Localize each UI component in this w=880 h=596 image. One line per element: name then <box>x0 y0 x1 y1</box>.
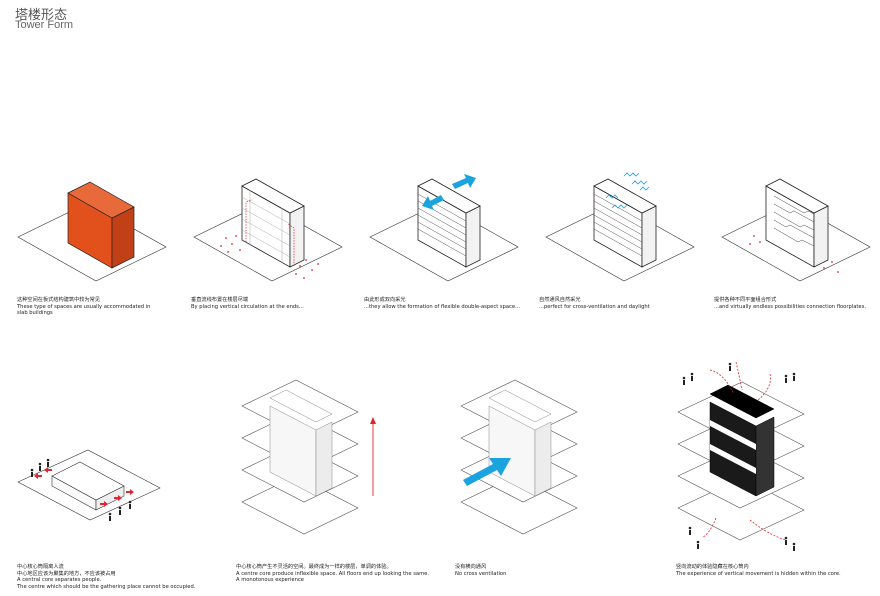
figure-hidden-core <box>677 361 805 551</box>
core-block <box>488 389 552 423</box>
person-icon <box>682 362 796 551</box>
slab-top <box>241 178 305 214</box>
caption-cross-ventilation: 自然通风自然采光...perfect for cross-ventilation… <box>539 297 650 310</box>
person-icon <box>30 458 132 521</box>
figure-cross-ventilation <box>545 172 695 282</box>
black-core <box>755 416 775 497</box>
core-block <box>269 389 333 423</box>
figure-floorplates <box>721 178 871 282</box>
arrow-head-icon <box>370 417 376 424</box>
caption-inflexible-space: 中心核心筒产生不灵活的空间。最终成为一样的楼层，单调的体验。A centre c… <box>236 564 429 584</box>
slab-top <box>417 178 481 214</box>
caption-floorplates: 提供各种不同平面组合形式...and virtually endless pos… <box>714 297 866 310</box>
core-block <box>315 421 333 497</box>
black-core <box>709 384 775 419</box>
core-block <box>534 421 552 497</box>
figure-double-aspect <box>369 174 519 282</box>
blue-arrow-icon <box>463 458 511 486</box>
slab-top <box>765 178 829 214</box>
title-english: Tower Form <box>15 19 74 31</box>
wind-lines-icon <box>605 172 650 209</box>
figure-central-core <box>17 449 161 521</box>
blue-arrow-icon <box>452 174 476 189</box>
slab-side <box>641 205 657 268</box>
figure-no-ventilation <box>460 379 578 535</box>
blue-arrow-icon <box>422 195 444 210</box>
slab-top <box>593 178 657 214</box>
slab-side <box>813 205 829 268</box>
caption-double-aspect: 由此形成双向采光...they allow the formation of f… <box>364 297 521 310</box>
core-top <box>51 461 125 501</box>
figure-slab-circulation <box>193 178 343 282</box>
slab-side <box>465 205 481 268</box>
slab-side <box>289 205 305 268</box>
figure-stacked-floors <box>241 379 376 535</box>
figure-slab-solid <box>17 181 167 282</box>
title-chinese: 塔楼形态 <box>15 8 68 23</box>
slab-top <box>67 181 135 219</box>
